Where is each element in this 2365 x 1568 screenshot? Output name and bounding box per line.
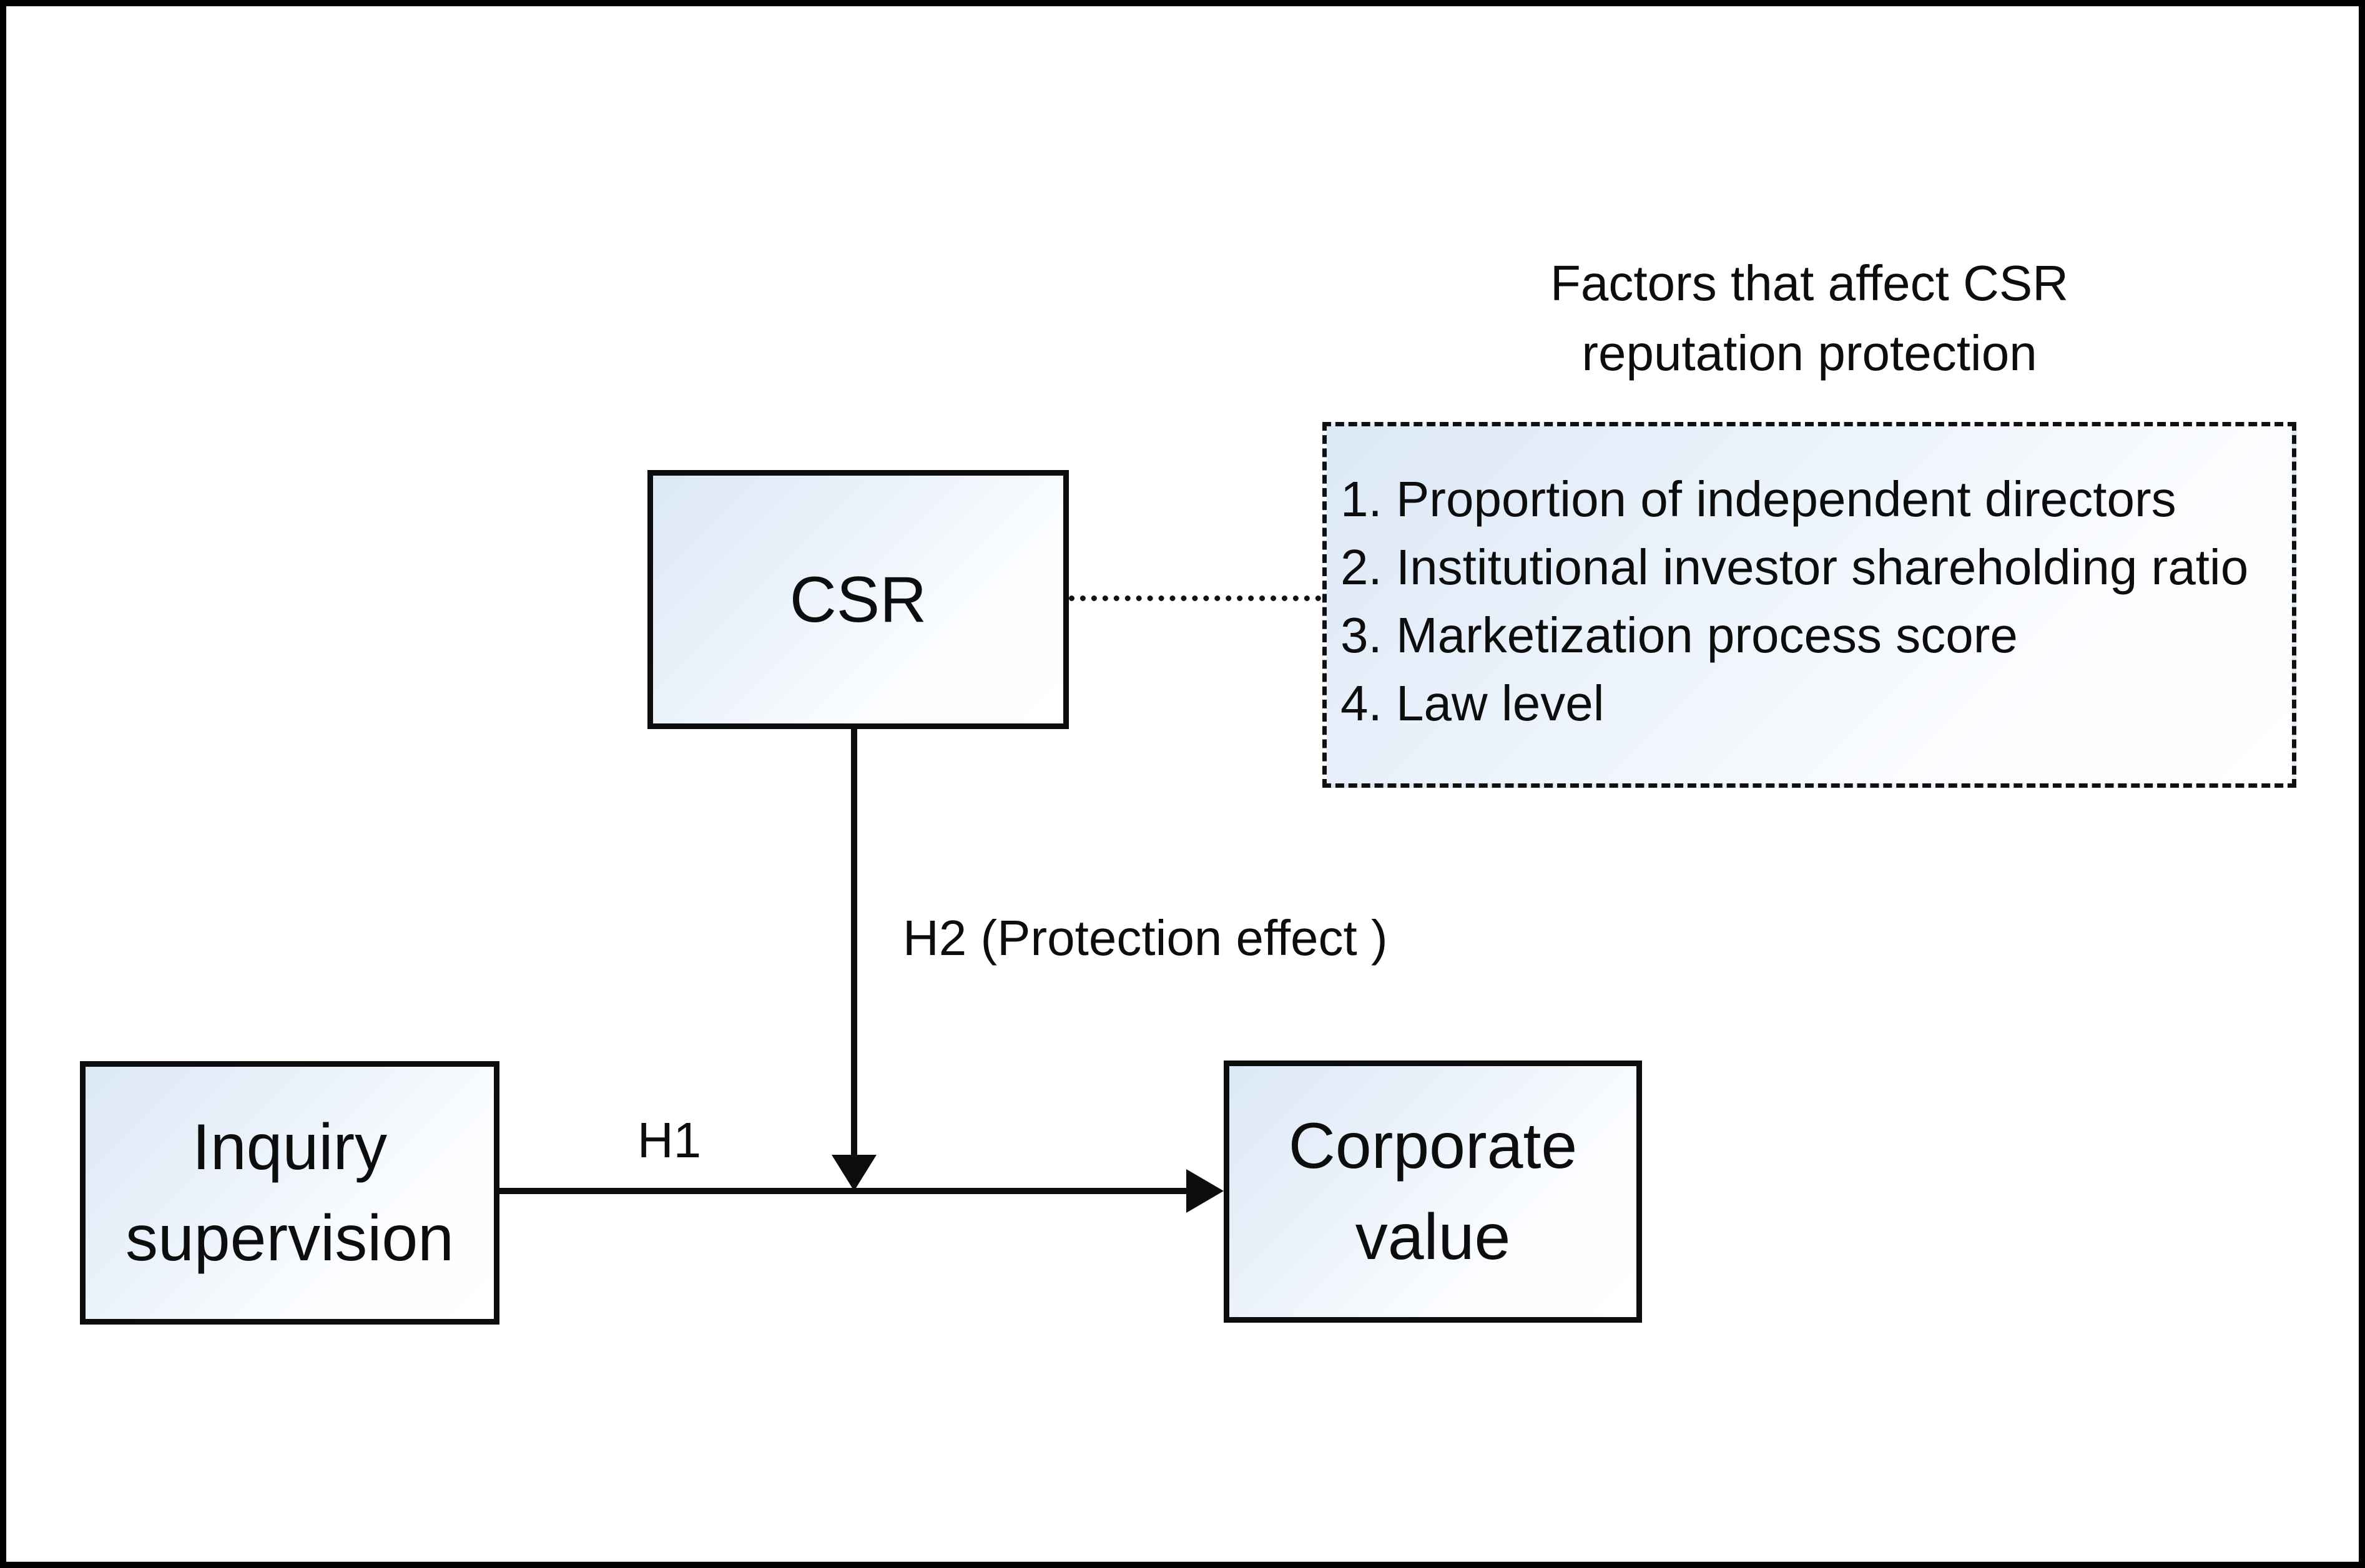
h1-arrow-line	[499, 1188, 1186, 1194]
factors-box: 1. Proportion of independent directors 2…	[1322, 422, 2296, 788]
factors-title: Factors that affect CSR reputation prote…	[1322, 248, 2296, 388]
factor-item-2: 2. Institutional investor shareholding r…	[1340, 539, 2249, 595]
node-inquiry-label-line1: Inquiry	[192, 1111, 388, 1183]
h2-arrow-line	[851, 727, 857, 1155]
node-corporate-value: Corporate value	[1224, 1061, 1642, 1323]
csr-factors-dotted-connector	[1069, 595, 1321, 601]
node-csr: CSR	[647, 470, 1069, 729]
node-csr-label: CSR	[789, 563, 927, 636]
node-corporate-label-line1: Corporate	[1288, 1110, 1578, 1182]
node-inquiry-label-line2: supervision	[125, 1202, 455, 1275]
factors-title-line2: reputation protection	[1581, 325, 2037, 381]
node-corporate-label-line2: value	[1355, 1201, 1511, 1273]
factor-item-1: 1. Proportion of independent directors	[1340, 471, 2176, 527]
factor-item-3: 3. Marketization process score	[1340, 607, 2018, 663]
h1-label: H1	[637, 1112, 702, 1168]
h2-label: H2 (Protection effect )	[903, 910, 1388, 966]
node-inquiry-supervision: Inquiry supervision	[80, 1061, 499, 1325]
factor-item-4: 4. Law level	[1340, 675, 1605, 731]
h1-arrowhead-icon	[1186, 1169, 1224, 1213]
h2-arrowhead-icon	[832, 1155, 877, 1191]
factors-title-line1: Factors that affect CSR	[1550, 255, 2068, 311]
